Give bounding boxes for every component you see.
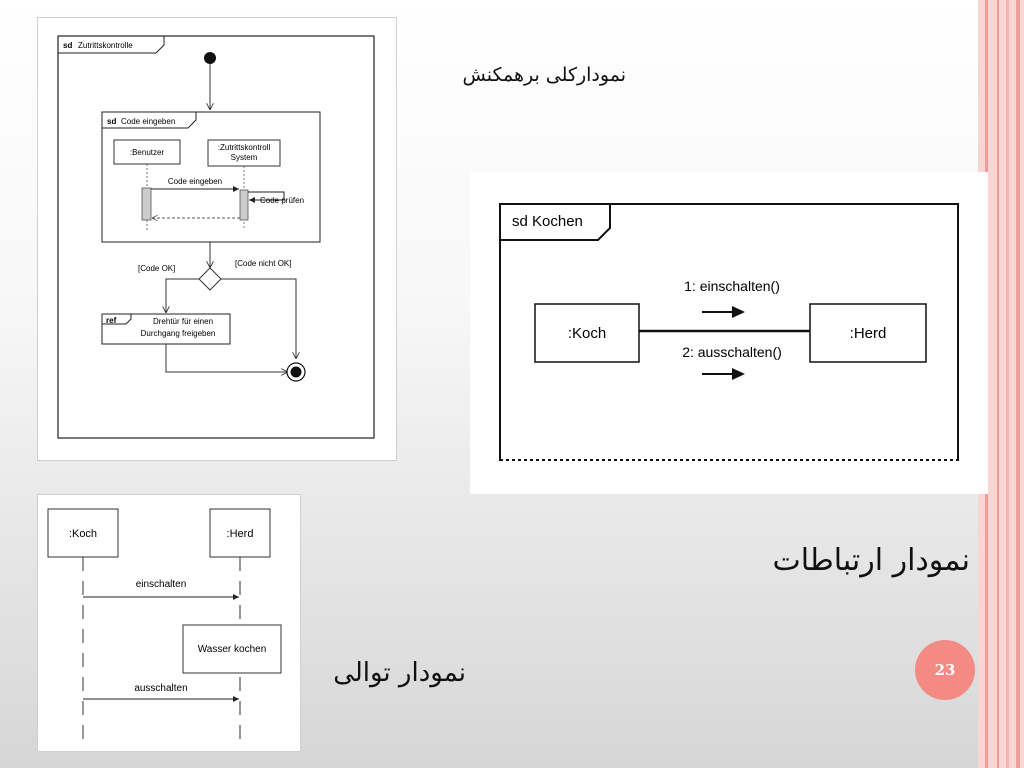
message-2: 2: ausschalten()	[682, 344, 782, 360]
message-einschalten: einschalten	[136, 579, 187, 590]
outer-frame-kw: sd	[63, 41, 72, 50]
message-code-pruefen: Code prüfen	[260, 196, 304, 205]
communication-panel: sd Kochen :Koch :Herd 1: einschalten() 2…	[470, 172, 988, 494]
object-koch-label: :Koch	[568, 325, 606, 342]
ref-label-1: Drehtür für einen	[153, 317, 213, 326]
lifeline-herd-box	[209, 508, 271, 558]
lifeline-herd-label: :Herd	[227, 528, 254, 540]
lifeline-benutzer-label: :Benutzer	[130, 148, 165, 157]
lifeline-system-label-1: :Zutrittskontroll	[218, 143, 271, 152]
lifeline-benutzer-box	[113, 139, 181, 165]
message-1: 1: einschalten()	[684, 278, 780, 294]
caption-communication: نمودار ارتباطات	[772, 543, 970, 578]
message-2-arrow	[702, 368, 745, 380]
message-ausschalten: ausschalten	[134, 683, 187, 694]
interaction-overview-panel: sd Zutrittskontrolle sd Code eingeben :B…	[37, 17, 397, 461]
ref-kw: ref	[106, 316, 117, 325]
sequence-diagram: :Koch :Herd einschalten Wasser kochen au…	[47, 508, 282, 741]
message-code-eingeben: Code eingeben	[168, 177, 222, 186]
guard-code-nicht-ok: [Code nicht OK]	[235, 259, 291, 268]
lifeline-system-label-2: System	[231, 153, 258, 162]
decorative-stripe	[1016, 0, 1020, 768]
caption-sequence: نمودار توالی	[333, 658, 466, 688]
communication-diagram: sd Kochen :Koch :Herd 1: einschalten() 2…	[499, 203, 959, 461]
sequence-panel: :Koch :Herd einschalten Wasser kochen au…	[37, 494, 301, 752]
outer-frame-label: Zutrittskontrolle	[78, 41, 133, 50]
message-1-arrow	[702, 306, 745, 318]
lifeline-system-box	[207, 139, 281, 167]
inner-frame-label: Code eingeben	[121, 117, 175, 126]
activity-box	[182, 624, 282, 674]
object-koch	[534, 303, 640, 363]
page-number: 23	[915, 640, 975, 700]
lifeline-koch-box	[47, 508, 119, 558]
interaction-overview-diagram: sd Zutrittskontrolle sd Code eingeben :B…	[57, 35, 375, 439]
decision-node	[198, 267, 222, 291]
decorative-stripe	[997, 0, 999, 768]
inner-frame-kw: sd	[107, 117, 116, 126]
activation-benutzer	[141, 187, 152, 221]
activation-system	[239, 189, 249, 221]
outer-frame	[57, 35, 375, 439]
caption-interaction-overview: نمودارکلی برهمکنش	[462, 64, 626, 86]
communication-frame-label: sd Kochen	[512, 213, 583, 230]
initial-node	[204, 52, 216, 64]
guard-code-ok: [Code OK]	[138, 264, 175, 273]
decorative-stripe	[1006, 0, 1009, 768]
ref-label-2: Durchgang freigeben	[141, 329, 216, 338]
lifeline-koch-label: :Koch	[69, 528, 97, 540]
activity-box-label: Wasser kochen	[198, 644, 267, 655]
object-herd-label: :Herd	[850, 325, 887, 342]
object-herd	[809, 303, 927, 363]
